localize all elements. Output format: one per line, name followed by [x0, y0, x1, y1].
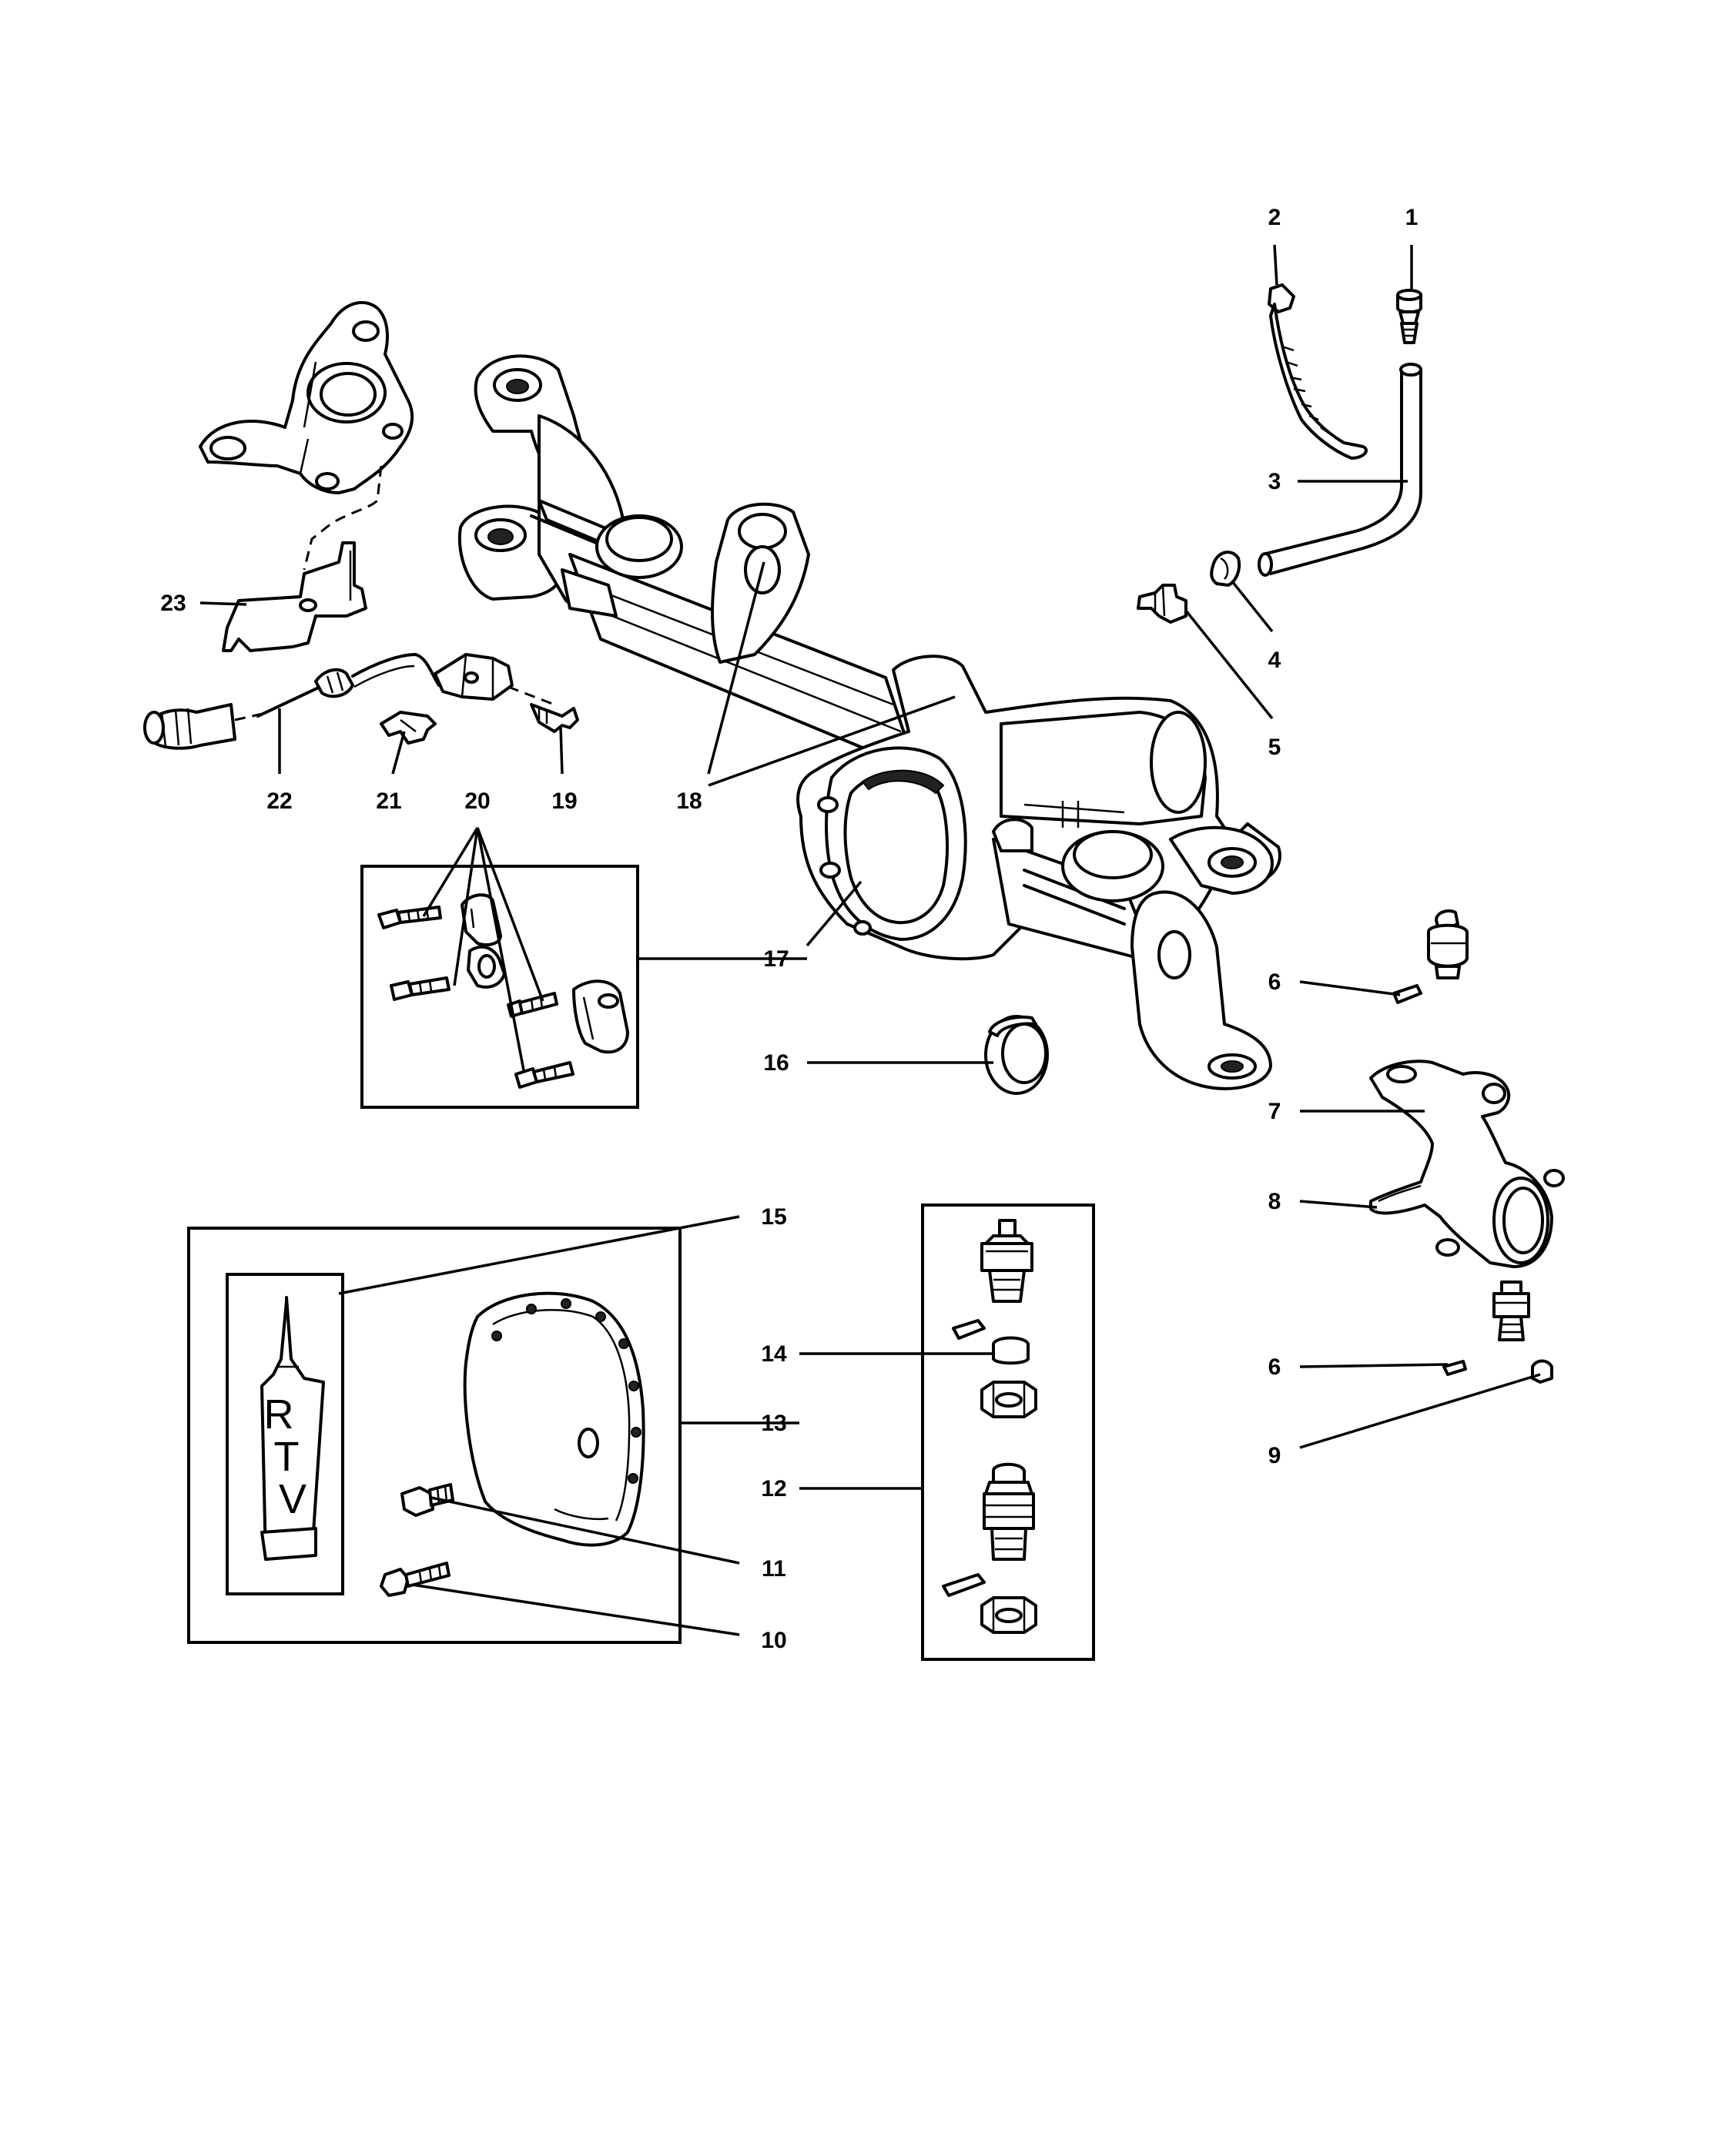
rtv-letter-t: T — [274, 1434, 300, 1480]
diff-cover — [463, 1291, 645, 1547]
lower-knuckle-assembly — [1369, 909, 1565, 1384]
callout-14: 14 — [761, 1341, 787, 1367]
bolt-kit-box — [360, 865, 639, 1109]
rtv-tube-box — [226, 1273, 344, 1595]
axle-housing — [457, 354, 1281, 1090]
callout-5: 5 — [1268, 735, 1281, 760]
callout-19: 19 — [551, 788, 577, 814]
callout-labels: 1 2 3 4 5 6 7 8 6 9 10 11 12 13 14 15 16… — [160, 205, 1418, 1653]
callout-13: 13 — [761, 1411, 786, 1436]
callout-4: 4 — [1268, 648, 1281, 673]
axle-seal — [984, 1015, 1049, 1095]
bolt-icon — [507, 992, 558, 1018]
callout-21: 21 — [376, 788, 401, 814]
callout-22: 22 — [266, 788, 292, 814]
callout-2: 2 — [1268, 205, 1281, 230]
ball-joint-kit-box — [921, 1204, 1095, 1661]
callout-1: 1 — [1405, 205, 1419, 230]
callout-12: 12 — [761, 1476, 786, 1502]
abs-sensor-assembly — [143, 653, 579, 750]
ball-joint-upper — [980, 1219, 1033, 1303]
callout-18: 18 — [676, 788, 702, 814]
callout-8: 8 — [1268, 1189, 1281, 1214]
cotter-pin-upper — [952, 1319, 986, 1340]
callout-3: 3 — [1268, 469, 1281, 494]
callout-17: 17 — [763, 946, 789, 972]
cotter-pin-lower — [942, 1573, 986, 1597]
callout-15: 15 — [761, 1204, 786, 1230]
bolt-icon — [514, 1061, 574, 1089]
callout-10: 10 — [761, 1628, 786, 1653]
callout-6-upper: 6 — [1268, 969, 1281, 995]
callout-11: 11 — [762, 1556, 786, 1582]
rtv-letter-v: V — [279, 1476, 306, 1522]
cover-bolt — [380, 1562, 451, 1597]
upper-knuckle-assembly — [199, 300, 414, 652]
callout-20: 20 — [464, 788, 490, 814]
callout-16: 16 — [763, 1050, 789, 1076]
ball-joint-lower — [983, 1462, 1035, 1561]
callout-9: 9 — [1268, 1443, 1281, 1468]
leader-lines — [199, 244, 1541, 1636]
diff-cover-kit-box: R T V — [187, 1227, 682, 1644]
vent-hose-assembly — [1137, 283, 1422, 624]
callout-6-lower: 6 — [1268, 1354, 1281, 1380]
callout-7: 7 — [1268, 1099, 1281, 1124]
rtv-letter-r: R — [264, 1391, 294, 1438]
castle-nut-lower — [980, 1596, 1037, 1634]
ring-shim — [992, 1336, 1030, 1365]
fill-plug — [400, 1483, 454, 1517]
rtv-sealant-tube: R T V — [260, 1296, 325, 1561]
bolt-icon — [377, 906, 442, 929]
bolt-icon — [390, 976, 451, 1001]
callout-23: 23 — [160, 591, 186, 616]
castle-nut-upper — [980, 1381, 1037, 1418]
